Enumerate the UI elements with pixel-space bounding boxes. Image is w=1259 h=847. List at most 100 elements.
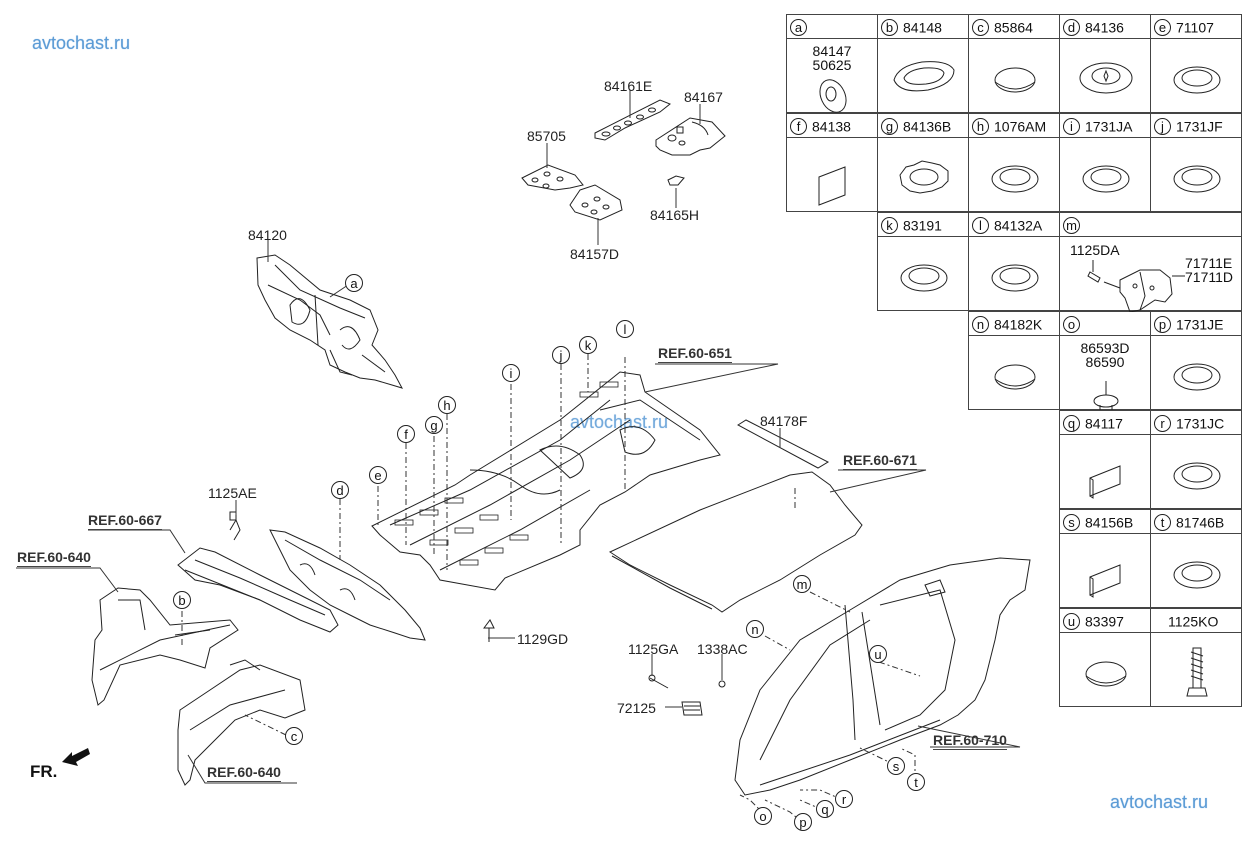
- legend-cell-header: m: [1060, 213, 1241, 237]
- callout-d[interactable]: d: [331, 481, 349, 499]
- legend-part-number: 84182K: [994, 316, 1043, 333]
- toothed-plug-icon: [899, 160, 949, 194]
- legend-sub-part: 86590: [1085, 354, 1125, 370]
- callout-h[interactable]: h: [438, 396, 456, 414]
- ref-60-710[interactable]: REF.60-710: [933, 732, 1007, 750]
- callout-a[interactable]: a: [345, 274, 363, 292]
- leader-lines: [16, 90, 1021, 784]
- oval-plug-icon: [893, 61, 955, 92]
- callout-l[interactable]: l: [616, 320, 634, 338]
- callout-i[interactable]: i: [502, 364, 520, 382]
- legend-cell-n[interactable]: n 84182K: [968, 311, 1060, 410]
- legend-cell-header: 1125KO: [1151, 609, 1241, 633]
- legend-cell-r[interactable]: r 1731JC: [1150, 410, 1242, 509]
- callout-q[interactable]: q: [816, 800, 834, 818]
- legend-part-number: 1076AM: [994, 118, 1047, 135]
- legend-callout: k: [881, 216, 898, 234]
- legend-part-number: 84138: [812, 118, 851, 135]
- label-84120: 84120: [248, 227, 287, 243]
- callout-e[interactable]: e: [369, 466, 387, 484]
- callout-g[interactable]: g: [425, 416, 443, 434]
- legend-cell-body: [1151, 533, 1241, 607]
- label-84167: 84167: [684, 89, 723, 105]
- side-body-panel-drawing: [734, 557, 1031, 796]
- callout-b[interactable]: b: [173, 591, 191, 609]
- callout-m[interactable]: m: [793, 575, 811, 593]
- legend-cell-body: [1151, 38, 1241, 112]
- legend-sub-part: 1125DA: [1070, 242, 1120, 258]
- callout-n[interactable]: n: [746, 620, 764, 638]
- callout-u[interactable]: u: [869, 645, 887, 663]
- bolt-icon: [1186, 647, 1208, 697]
- ref-60-651[interactable]: REF.60-651: [658, 345, 732, 363]
- callout-p[interactable]: p: [794, 813, 812, 831]
- legend-callout: r: [1154, 414, 1171, 432]
- legend-part-number: 84148: [903, 19, 942, 36]
- callout-o[interactable]: o: [754, 807, 772, 825]
- legend-sub-part: 84147: [812, 43, 852, 59]
- legend-part-number: 1731JC: [1176, 415, 1225, 432]
- front-direction-label: FR.: [30, 762, 58, 781]
- dash-panel-drawing: [256, 254, 404, 389]
- legend-part-number: 84132A: [994, 217, 1043, 234]
- ref-60-667[interactable]: REF.60-667: [88, 512, 162, 530]
- callout-s[interactable]: s: [887, 757, 905, 775]
- legend-cell-l[interactable]: l 84132A: [968, 212, 1060, 311]
- ref-60-640-top[interactable]: REF.60-640: [17, 549, 91, 567]
- label-1129GD: 1129GD: [517, 631, 569, 647]
- legend-part-number: 71107: [1176, 19, 1214, 36]
- ring-plug-icon: [991, 165, 1039, 193]
- watermark-bottom-right: avtochast.ru: [1110, 792, 1209, 812]
- label-1338AC: 1338AC: [697, 641, 748, 657]
- legend-cell-header: a: [787, 15, 877, 39]
- legend-cell-body: [1151, 335, 1241, 409]
- legend-cell-1125KO[interactable]: 1125KO: [1150, 608, 1242, 707]
- callout-k[interactable]: k: [579, 336, 597, 354]
- legend-part-number: 1125KO: [1168, 613, 1219, 630]
- ref-60-671[interactable]: REF.60-671: [843, 452, 917, 470]
- legend-callout: a: [790, 18, 807, 36]
- legend-sub-part: 71711D: [1185, 269, 1234, 285]
- legend-callout: l: [972, 216, 989, 234]
- star-plug-icon: [1079, 62, 1133, 94]
- callout-r[interactable]: r: [835, 790, 853, 808]
- legend-callout: c: [972, 18, 989, 36]
- grommet-cap-icon: [819, 79, 847, 113]
- callout-f[interactable]: f: [397, 425, 415, 443]
- legend-cell-body: [1151, 632, 1241, 706]
- legend-callout: n: [972, 315, 989, 333]
- legend-part-number: 1731JA: [1085, 118, 1133, 135]
- legend-part-number: 83397: [1085, 613, 1124, 630]
- callout-c[interactable]: c: [285, 727, 303, 745]
- ring-plug-icon: [1173, 363, 1221, 391]
- ref-60-640-bottom[interactable]: REF.60-640: [207, 764, 281, 782]
- legend-cell-body: [969, 38, 1059, 112]
- callout-j[interactable]: j: [552, 346, 570, 364]
- callout-t[interactable]: t: [907, 773, 925, 791]
- legend-callout: t: [1154, 513, 1171, 531]
